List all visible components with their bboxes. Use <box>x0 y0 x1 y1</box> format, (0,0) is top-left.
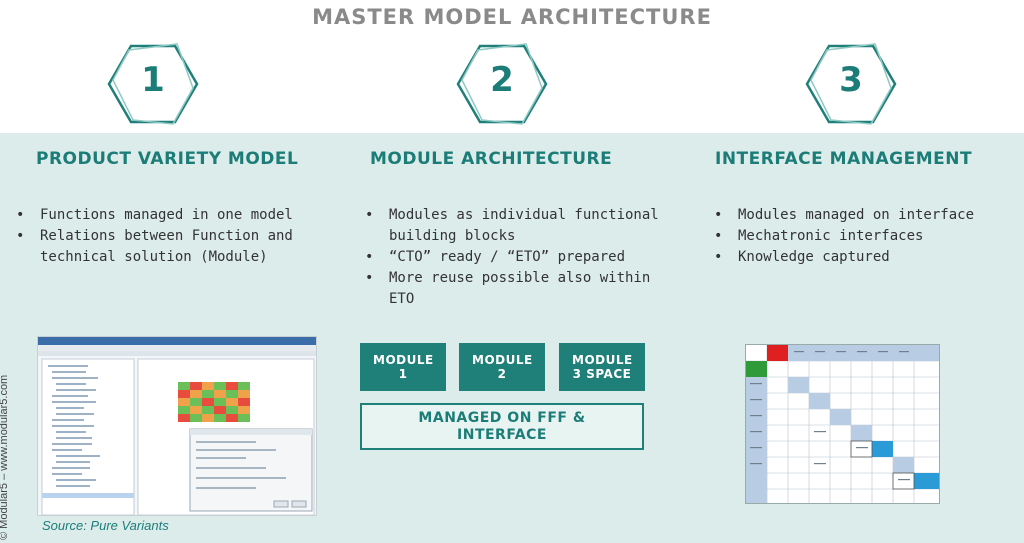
bullet-item: Functions managed in one model <box>14 205 314 226</box>
step-1-number: 1 <box>141 60 165 100</box>
bullet-item: “CTO” ready / “ETO” prepared <box>363 247 663 268</box>
interface-matrix-grid <box>746 345 939 503</box>
module-3-box: MODULE 3 SPACE <box>559 343 645 391</box>
bullet-item: Modules as individual functional buildin… <box>363 205 663 247</box>
module-2-box: MODULE 2 <box>459 343 545 391</box>
bullet-item: Knowledge captured <box>712 247 1012 268</box>
source-caption: Source: Pure Variants <box>42 518 169 533</box>
module-3-label: MODULE 3 SPACE <box>572 353 633 381</box>
step-1-hexagon-icon: 1 <box>103 36 203 132</box>
page-title: MASTER MODEL ARCHITECTURE <box>312 5 712 29</box>
interface-matrix <box>745 344 940 504</box>
bullet-item: Modules managed on interface <box>712 205 1012 226</box>
module-1-box: MODULE 1 <box>360 343 446 391</box>
bullet-item: More reuse possible also within ETO <box>363 268 663 310</box>
step-3-bullet-list: Modules managed on interface Mechatronic… <box>712 205 1012 268</box>
copyright-text: © Modular5 – www.modular5.com <box>0 374 10 540</box>
step-1-heading: PRODUCT VARIETY MODEL <box>36 149 299 169</box>
step-3-hexagon-icon: 3 <box>801 36 901 132</box>
step-2-hexagon-icon: 2 <box>452 36 552 132</box>
module-1-label: MODULE 1 <box>373 353 434 381</box>
step-3-heading: INTERFACE MANAGEMENT <box>715 149 973 169</box>
managed-label: MANAGED ON FFF & INTERFACE <box>418 409 586 443</box>
step-3-number: 3 <box>839 60 863 100</box>
step-1-bullet-list: Functions managed in one model Relations… <box>14 205 314 268</box>
managed-on-fff-box: MANAGED ON FFF & INTERFACE <box>360 403 644 450</box>
bullet-item: Relations between Function and technical… <box>14 226 314 268</box>
bullet-item: Mechatronic interfaces <box>712 226 1012 247</box>
step-2-bullet-list: Modules as individual functional buildin… <box>363 205 663 310</box>
pure-variants-screenshot <box>37 336 317 516</box>
module-2-label: MODULE 2 <box>472 353 533 381</box>
step-2-heading: MODULE ARCHITECTURE <box>370 149 613 169</box>
step-2-number: 2 <box>490 60 514 100</box>
